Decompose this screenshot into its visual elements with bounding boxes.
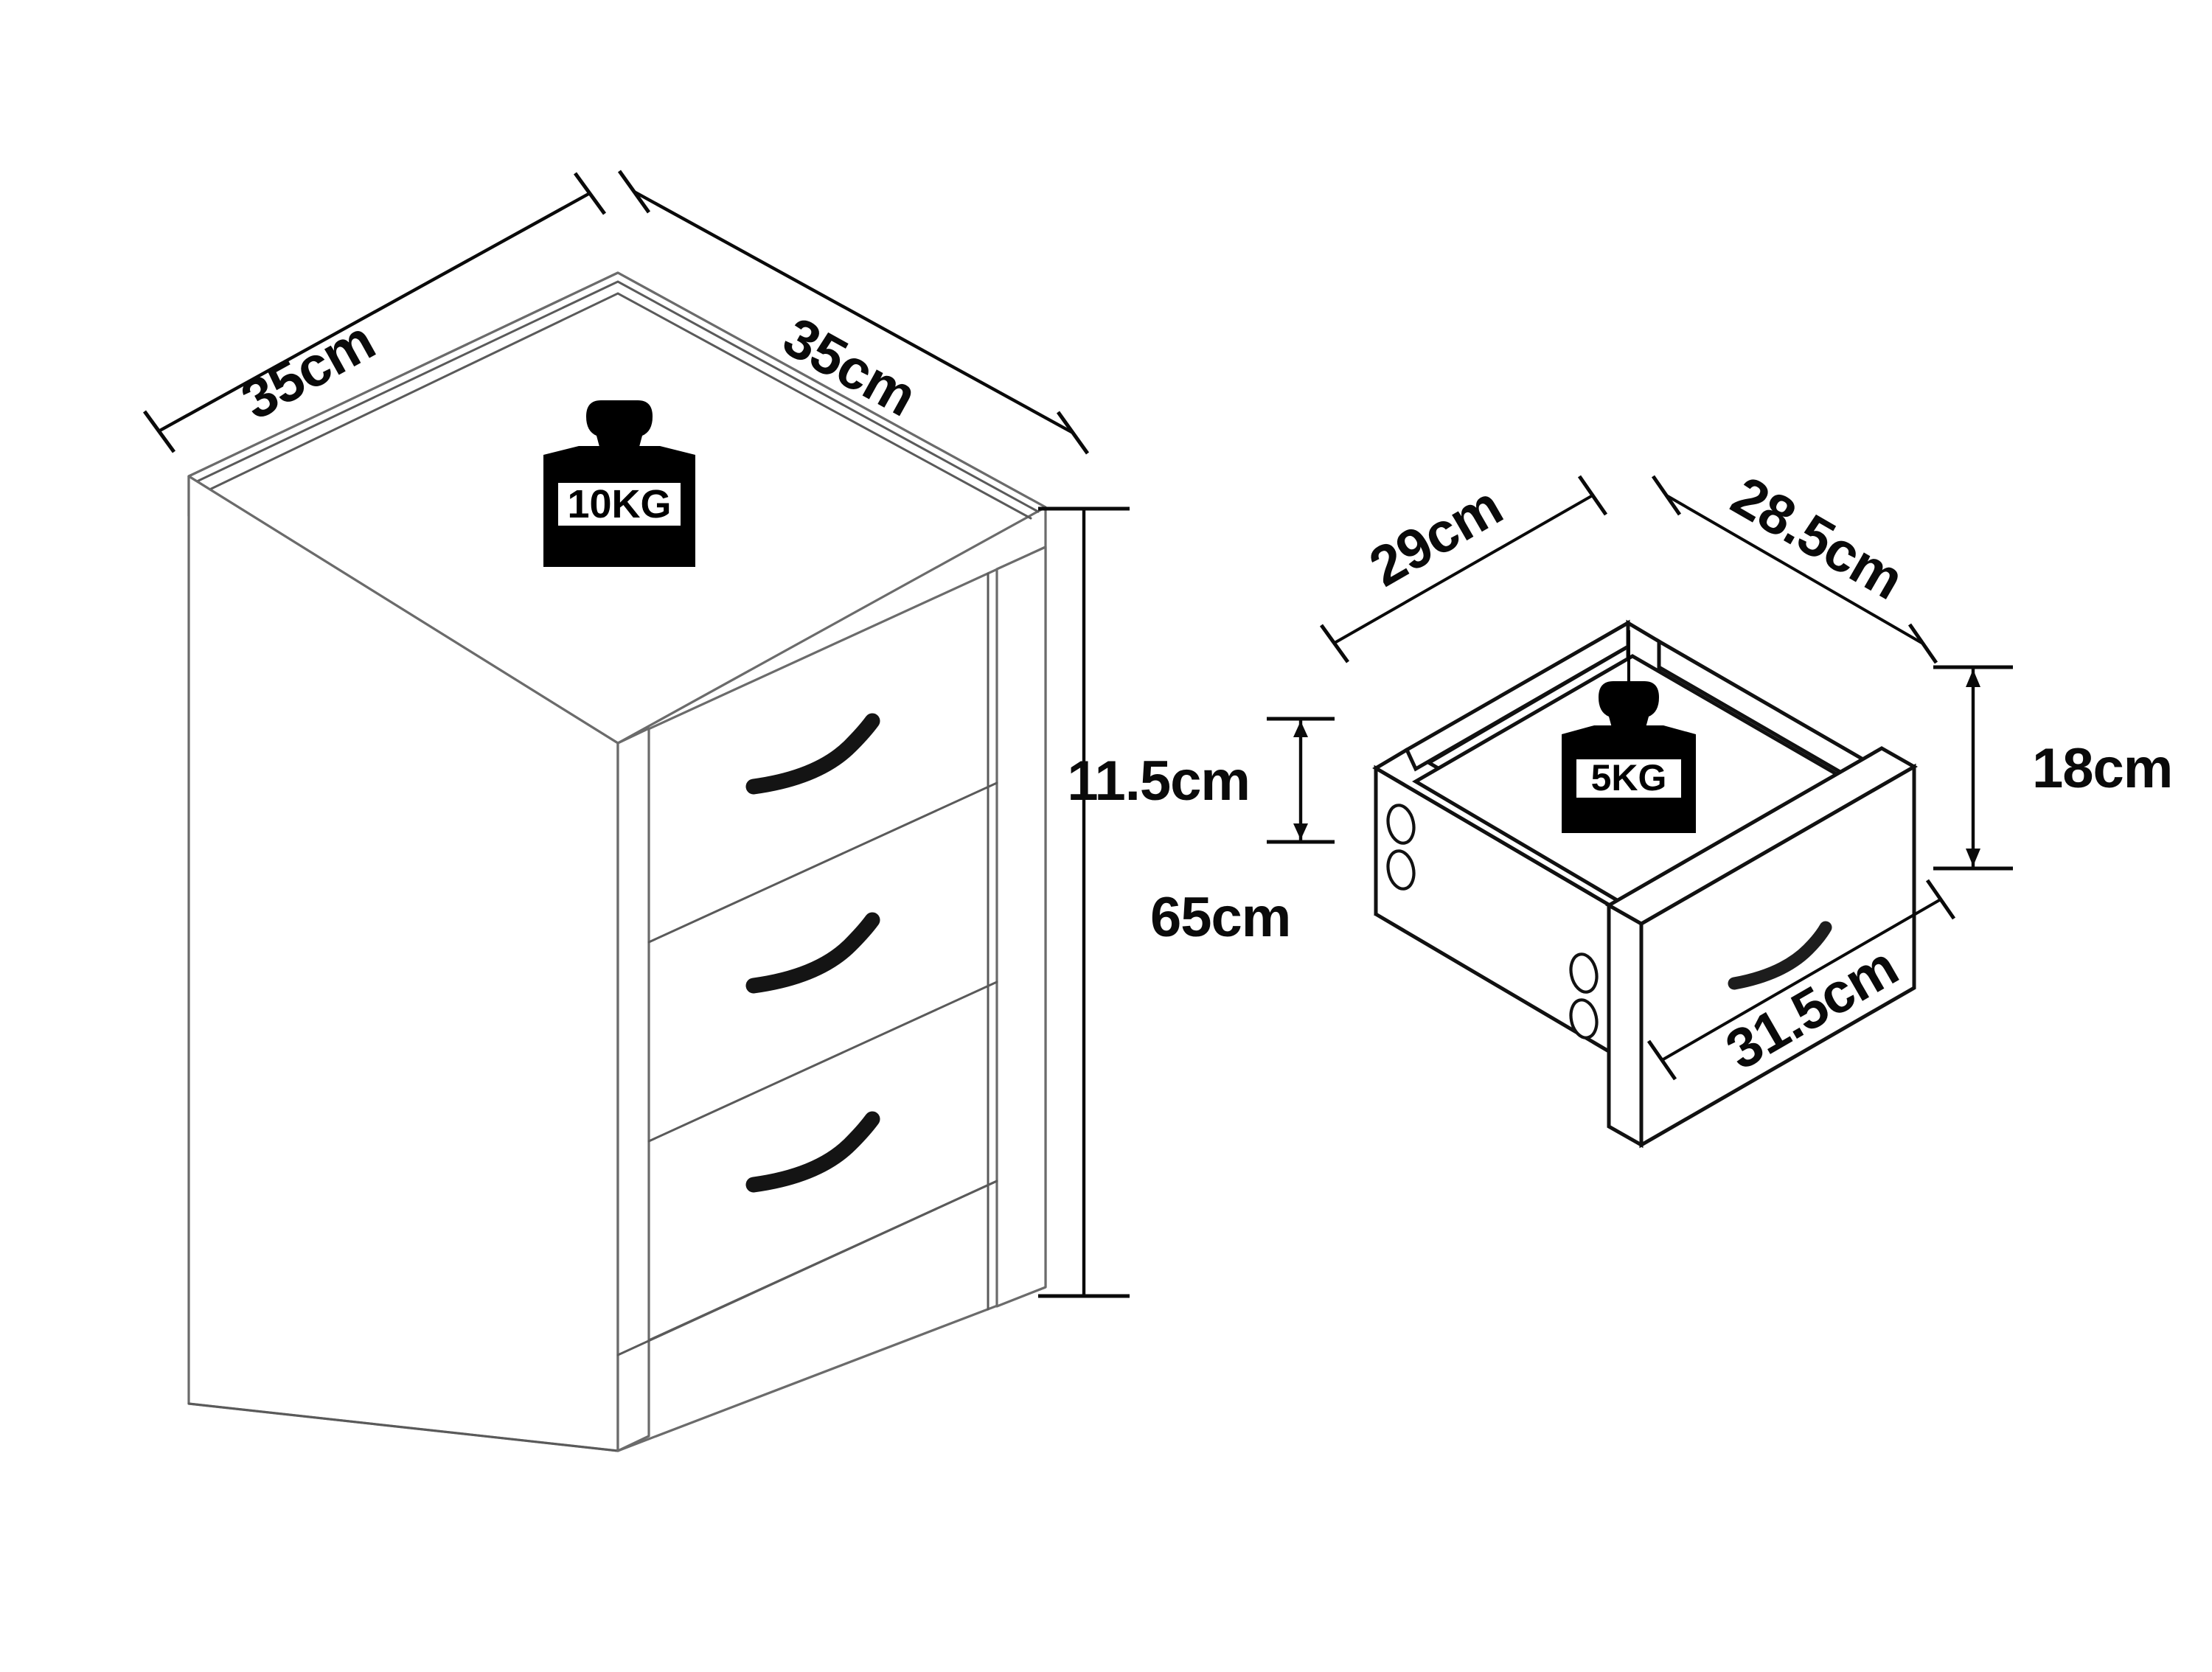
dimension-label-drawer-depth: 29cm — [1360, 475, 1512, 599]
cabinet-bottom-rail-seam — [616, 1180, 998, 1356]
drawer-side-hole-4 — [1569, 998, 1599, 1039]
dimension-cabinet-height: 65cm — [1038, 506, 1291, 1298]
weight-icon-plate — [558, 483, 681, 526]
drawer-weight-icon-plate — [1576, 759, 1681, 798]
drawer-side-hole-2 — [1386, 849, 1416, 891]
drawer-load-label: 5KG — [1591, 757, 1667, 798]
cabinet-left-bottom-edge — [187, 1402, 619, 1452]
drawer-load-badge: 5KG — [1562, 630, 1696, 833]
dimension-label-drawer-front-height: 18cm — [2032, 737, 2172, 800]
dimension-drawer-depth: 29cm — [1319, 475, 1608, 663]
cabinet-drawer-seam-2 — [647, 980, 998, 1143]
drawer-side-hole-1 — [1386, 804, 1416, 845]
drawer-illustration: 5KG 29cm 28.5cm — [1067, 464, 2173, 1149]
drawer-side-hole-3 — [1569, 952, 1599, 994]
cabinet-drawer-handle-2 — [745, 912, 880, 994]
cabinet-load-label: 10KG — [567, 482, 671, 526]
dimension-label-drawer-inner-height: 11.5cm — [1067, 750, 1250, 812]
drawer-front-panel-rim — [1604, 746, 1919, 926]
dimension-label-drawer-width: 28.5cm — [1721, 464, 1913, 611]
cabinet-top-inner-edge — [194, 280, 1040, 513]
cabinet-load-badge: 10KG — [543, 400, 695, 567]
cabinet-drawer-handle-1 — [745, 713, 880, 795]
dimension-label-height: 65cm — [1150, 886, 1290, 949]
cabinet-drawer-seam-1 — [647, 781, 998, 944]
cabinet-right-edge-strip — [995, 546, 1047, 1308]
dimension-drawer-inner-height: 11.5cm — [1067, 717, 1335, 844]
dimension-drawer-front-height: 18cm — [1933, 665, 2173, 871]
cabinet-front-left-stile — [616, 727, 650, 1452]
dimension-drawer-width: 28.5cm — [1651, 464, 1938, 664]
cabinet-drawer-handle-3 — [745, 1111, 880, 1193]
cabinet-top-inner-edge-2 — [202, 292, 1032, 520]
drawer-weight-icon-knob — [1599, 681, 1659, 736]
weight-icon-knob — [586, 400, 653, 458]
drawer-front-handle — [1728, 921, 1832, 990]
drawer-front-panel-edge — [1607, 902, 1644, 1149]
